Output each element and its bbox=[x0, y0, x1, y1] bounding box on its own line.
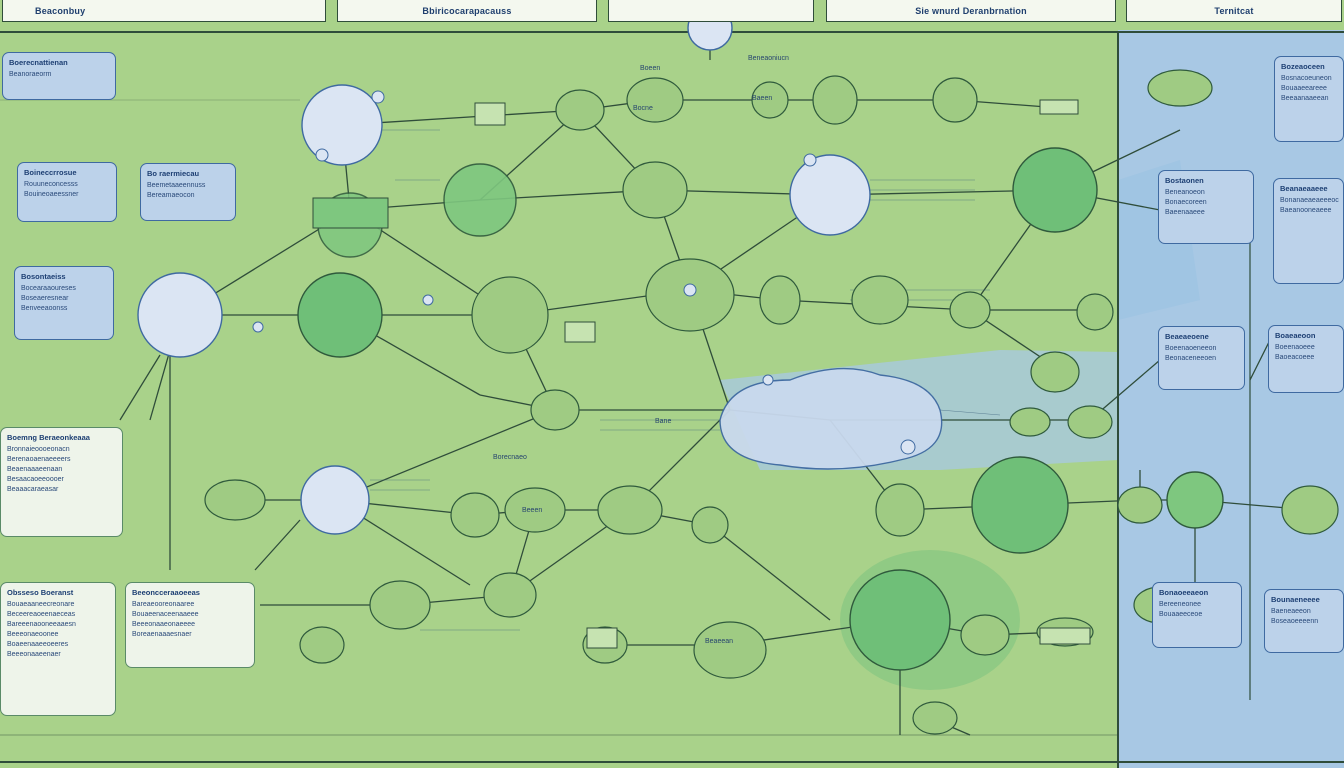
card-line: Benveeaoonss bbox=[21, 305, 68, 312]
node-label-4: Baeen bbox=[752, 95, 772, 102]
card-line: Beeeonaaeonaeeee bbox=[132, 621, 196, 628]
header-tab-2[interactable]: Bbiricocarapacauss bbox=[337, 0, 597, 22]
card-right-2: Bostaonen Beneanoeon Bonaecoreen Baeenaa… bbox=[1158, 170, 1254, 244]
card-left-6: Obsseso Boeranst Bouaeaaneecreonare Bece… bbox=[0, 582, 116, 716]
card-line: Beeaanaaeean bbox=[1281, 95, 1329, 102]
annotation-lines bbox=[370, 129, 1001, 631]
card-line: Beeeonaaeenaer bbox=[7, 651, 61, 658]
card-line: Beonaceneeoen bbox=[1165, 355, 1216, 362]
node-labels: Beneaoniucn Boeen Bocne Baeen Bane Borec… bbox=[493, 55, 789, 645]
card-line: Beceereaoeenaeceas bbox=[7, 611, 76, 618]
card-title: Boerecnattienan bbox=[9, 58, 68, 67]
node-green-4 bbox=[1012, 147, 1098, 233]
card-line: Beemetaaeennuss bbox=[147, 182, 206, 189]
card-left-7: Beeoncceraaoeeas Bareaeooreonaaree Bouae… bbox=[125, 582, 255, 668]
frame-lines bbox=[0, 31, 1344, 768]
header-tab-1[interactable]: Beaconbuy bbox=[2, 0, 326, 22]
card-line: Boseaoeeeenn bbox=[1271, 618, 1319, 625]
node-label-3: Bocne bbox=[633, 105, 653, 112]
node-green-1 bbox=[297, 272, 383, 358]
card-line: Bronnaieoooeonacn bbox=[7, 446, 70, 453]
card-line: Bosnacoeuneon bbox=[1281, 75, 1332, 82]
card-title: Bozeaoceen bbox=[1281, 62, 1325, 71]
card-title: Bo raermiecau bbox=[147, 169, 200, 178]
node-green-7 bbox=[1166, 471, 1224, 529]
card-right-1: Bozeaoceen Bosnacoeuneon Bouaaeeareee Be… bbox=[1274, 56, 1344, 142]
card-line: Boreaenaaaesnaer bbox=[132, 631, 192, 638]
card-line: Bonaecoreen bbox=[1165, 199, 1207, 206]
card-left-1: Boerecnattienan Beanoraeorm bbox=[2, 52, 116, 100]
node-label-6: Borecnaeo bbox=[493, 454, 527, 461]
node-label-5: Bane bbox=[655, 418, 671, 425]
card-line: Beaaacaraeasar bbox=[7, 486, 59, 493]
card-line: Beanoraeorm bbox=[9, 71, 52, 78]
card-line: Bareeenaooneeaaesn bbox=[7, 621, 76, 628]
card-line: Bouaaeeceoe bbox=[1159, 611, 1203, 618]
card-line: Bareaeooreonaaree bbox=[132, 601, 195, 608]
node-label-1: Beneaoniucn bbox=[748, 55, 789, 62]
card-line: Bereamaeocon bbox=[147, 192, 195, 199]
card-left-4: Bosontaeiss Bocearaaoureses Boseaeresnea… bbox=[14, 266, 114, 340]
card-line: Besaacaoeeoooer bbox=[7, 476, 64, 483]
card-line: Baeenaaeee bbox=[1165, 209, 1205, 216]
card-title: Bostaonen bbox=[1165, 176, 1204, 185]
small-boxes bbox=[312, 99, 1091, 649]
card-right-6: Bonaoeeaeon Bereeneonee Bouaaeeceoe bbox=[1152, 582, 1242, 648]
card-line: Beneanoeon bbox=[1165, 189, 1205, 196]
card-line: Boeenaoeee bbox=[1275, 344, 1315, 351]
card-title: Beaeaeoene bbox=[1165, 332, 1209, 341]
node-blue-cloud bbox=[719, 367, 943, 470]
card-line: Boseaeresnear bbox=[21, 295, 69, 302]
card-left-3: Bo raermiecau Beemetaaeennuss Bereamaeoc… bbox=[140, 163, 236, 221]
card-title: Bonaoeeaeon bbox=[1159, 588, 1209, 597]
card-left-2: Boineccrrosue Rouuneconcesss Bouineoaees… bbox=[17, 162, 117, 222]
node-blue-3 bbox=[789, 154, 871, 236]
node-green-2 bbox=[443, 163, 517, 237]
card-right-3: Beanaeaaeee Bonanaeaeaeeeoc Baeanooneaee… bbox=[1273, 178, 1344, 284]
card-line: Beeeonaeoonee bbox=[7, 631, 59, 638]
card-title: Bounaeneeee bbox=[1271, 595, 1320, 604]
card-right-5: Boaeaeoon Boeenaoeee Baoeacoeee bbox=[1268, 325, 1344, 393]
node-green-5 bbox=[971, 456, 1069, 554]
card-line: Bouaeaaneecreonare bbox=[7, 601, 75, 608]
outline-nodes bbox=[204, 69, 1339, 735]
card-line: Boeenaoeneeon bbox=[1165, 345, 1217, 352]
node-label-7: Beeen bbox=[522, 507, 542, 514]
node-blue-2 bbox=[137, 272, 223, 358]
card-line: Bereeneonee bbox=[1159, 601, 1202, 608]
card-title: Beanaeaaeee bbox=[1280, 184, 1328, 193]
card-title: Boaeaeoon bbox=[1275, 331, 1316, 340]
marker-dots bbox=[252, 90, 916, 455]
card-title: Bosontaeiss bbox=[21, 272, 66, 281]
node-label-2: Boeen bbox=[640, 65, 660, 72]
card-line: Baeneaeeon bbox=[1271, 608, 1311, 615]
card-title: Boineccrrosue bbox=[24, 168, 77, 177]
card-line: Baeanooneaeee bbox=[1280, 207, 1332, 214]
header-tab-5[interactable]: Ternitcat bbox=[1126, 0, 1342, 22]
card-title: Obsseso Boeranst bbox=[7, 588, 74, 597]
card-line: Bouineoaeessner bbox=[24, 191, 79, 198]
card-title: Beeoncceraaoeeas bbox=[132, 588, 200, 597]
card-line: Bonanaeaeaeeeoc bbox=[1280, 197, 1339, 204]
card-line: Baoeacoeee bbox=[1275, 354, 1315, 361]
card-line: Bocearaaoureses bbox=[21, 285, 76, 292]
blue-nodes bbox=[137, 5, 943, 535]
card-title: Boemng Beraeonkeaaa bbox=[7, 433, 90, 442]
node-green-6 bbox=[849, 569, 951, 671]
card-left-5: Boemng Beraeonkeaaa Bronnaieoooeonacn Be… bbox=[0, 427, 123, 537]
node-blue-1 bbox=[301, 84, 383, 166]
node-blue-4 bbox=[300, 465, 370, 535]
node-label-8: Beaeean bbox=[705, 638, 733, 645]
card-right-4: Beaeaeoene Boeenaoeneeon Beonaceneeoen bbox=[1158, 326, 1245, 390]
card-line: Boaeenaaeeoeeres bbox=[7, 641, 69, 648]
card-right-7: Bounaeneeee Baeneaeeon Boseaoeeeenn bbox=[1264, 589, 1344, 653]
header-tab-4[interactable]: Sie wnurd Deranbrnation bbox=[826, 0, 1116, 22]
card-line: Berenaoaenaeeeers bbox=[7, 456, 71, 463]
card-line: Bouaaeeareee bbox=[1281, 85, 1327, 92]
card-line: Bouaeenaceenaaeee bbox=[132, 611, 199, 618]
header-tab-3[interactable] bbox=[608, 0, 814, 22]
card-line: Beaenaaaeenaan bbox=[7, 466, 63, 473]
card-line: Rouuneconcesss bbox=[24, 181, 78, 188]
